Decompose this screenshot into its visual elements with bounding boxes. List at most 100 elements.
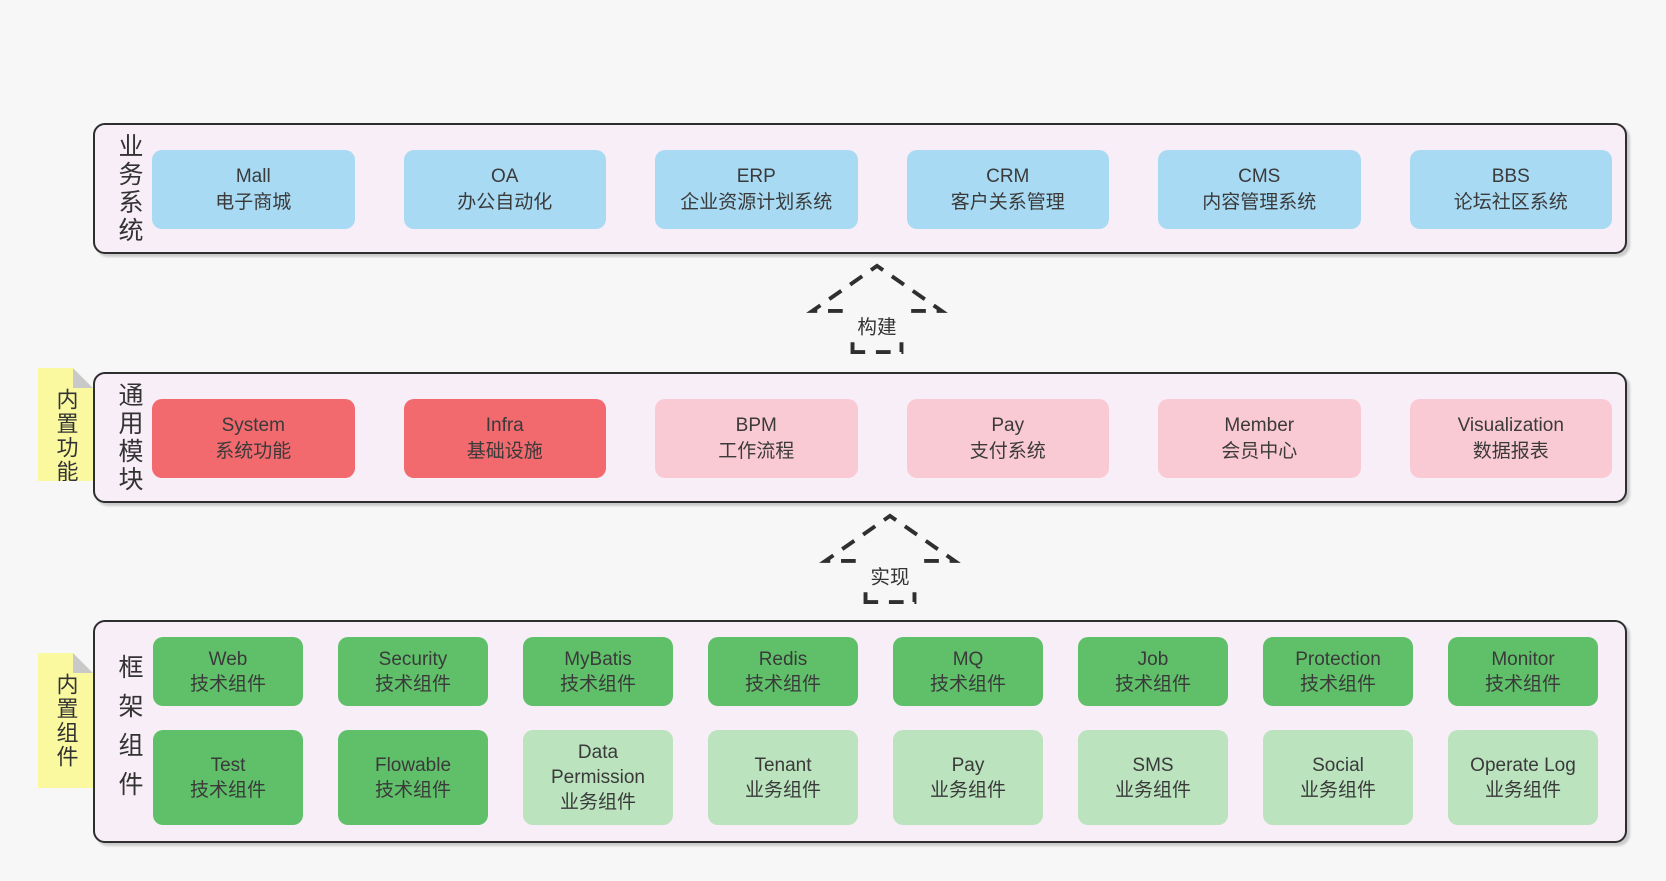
box-title: Monitor xyxy=(1491,648,1555,670)
box-title: OA xyxy=(491,166,519,188)
box-title: Visualization xyxy=(1457,415,1564,437)
component-box-flowable: Flowable 技术组件 xyxy=(338,730,488,825)
box-subtitle: 技术组件 xyxy=(559,673,636,695)
box-subtitle: 电子商城 xyxy=(215,191,292,213)
dashed-up-arrow-icon xyxy=(819,513,961,604)
layer-label-framework-components: 框架组件 xyxy=(115,653,143,810)
box-subtitle: 业务组件 xyxy=(744,779,821,801)
box-subtitle: 业务组件 xyxy=(559,792,636,814)
box-title: Redis xyxy=(758,648,808,670)
component-box-web: Web 技术组件 xyxy=(153,637,303,707)
box-subtitle: 业务组件 xyxy=(1484,779,1561,801)
component-box-redis: Redis 技术组件 xyxy=(708,637,858,707)
box-title: CRM xyxy=(986,166,1030,188)
component-box-monitor: Monitor 技术组件 xyxy=(1448,637,1598,707)
layer-label-common-modules: 通用模块 xyxy=(115,381,143,494)
folded-corner-icon xyxy=(73,368,93,388)
arrow-label-backdrop xyxy=(845,308,909,343)
box-subtitle: 数据报表 xyxy=(1472,440,1549,462)
box-subtitle: 技术组件 xyxy=(374,673,451,695)
dashed-up-arrow-icon xyxy=(806,263,948,354)
box-title: Member xyxy=(1224,415,1295,437)
box-subtitle: 技术组件 xyxy=(189,673,266,695)
layer-common-modules: 通用模块 System 系统功能 Infra 基础设施 BPM 工作流程 Pay 支付系统 Me… xyxy=(93,372,1627,503)
box-title: BPM xyxy=(735,415,777,437)
box-subtitle: 企业资源计划系统 xyxy=(680,191,833,213)
box-title: Job xyxy=(1137,648,1169,670)
box-subtitle: 技术组件 xyxy=(929,673,1006,695)
component-box-social: Social 业务组件 xyxy=(1263,730,1413,825)
component-box-protection: Protection 技术组件 xyxy=(1263,637,1413,707)
box-subtitle: 业务组件 xyxy=(1299,779,1376,801)
box-title: Protection xyxy=(1295,648,1381,670)
box-title: Data Permission xyxy=(551,742,645,789)
component-box-cms: CMS 内容管理系统 xyxy=(1158,150,1361,229)
box-subtitle: 技术组件 xyxy=(1299,673,1376,695)
box-title: System xyxy=(221,415,285,437)
folded-corner-icon xyxy=(73,653,93,673)
build-arrow: 构建 xyxy=(806,263,948,354)
arrow-label-backdrop xyxy=(858,558,922,593)
box-title: Security xyxy=(378,648,448,670)
sticky-tag-built-in-components: 内置组件 xyxy=(38,653,93,788)
sticky-tag-built-in-features: 内置功能 xyxy=(38,368,93,481)
box-title: Operate Log xyxy=(1470,754,1576,776)
component-box-mq: MQ 技术组件 xyxy=(893,637,1043,707)
component-box-crm: CRM 客户关系管理 xyxy=(906,150,1109,229)
box-title: CMS xyxy=(1238,166,1281,188)
box-subtitle: 技术组件 xyxy=(1484,673,1561,695)
component-box-tenant: Tenant 业务组件 xyxy=(708,730,858,825)
box-title: SMS xyxy=(1132,754,1174,776)
box-title: Social xyxy=(1312,754,1364,776)
component-box-visualization: Visualization 数据报表 xyxy=(1409,399,1612,478)
layer-label-business-systems: 业务系统 xyxy=(115,132,143,245)
build-arrow-label: 构建 xyxy=(857,316,896,338)
box-title: Tenant xyxy=(754,754,812,776)
box-title: MQ xyxy=(952,648,984,670)
box-title: Pay xyxy=(951,754,985,776)
sticky-tag-text: 内置组件 xyxy=(53,673,79,769)
box-subtitle: 基础设施 xyxy=(466,440,543,462)
box-title: Test xyxy=(210,754,246,776)
box-subtitle: 支付系统 xyxy=(969,440,1046,462)
box-title: MyBatis xyxy=(564,648,632,670)
box-title: Flowable xyxy=(374,754,452,776)
box-subtitle: 客户关系管理 xyxy=(950,191,1065,213)
box-title: ERP xyxy=(736,166,776,188)
box-subtitle: 工作流程 xyxy=(718,440,795,462)
component-box-pay: Pay 业务组件 xyxy=(893,730,1043,825)
component-box-system: System 系统功能 xyxy=(152,399,355,478)
component-box-operate-log: Operate Log 业务组件 xyxy=(1448,730,1598,825)
component-box-pay: Pay 支付系统 xyxy=(906,399,1109,478)
box-subtitle: 论坛社区系统 xyxy=(1453,191,1568,213)
component-box-erp: ERP 企业资源计划系统 xyxy=(655,150,858,229)
sticky-tag-text: 内置功能 xyxy=(53,388,79,484)
box-subtitle: 系统功能 xyxy=(215,440,292,462)
box-subtitle: 业务组件 xyxy=(929,779,1006,801)
box-subtitle: 技术组件 xyxy=(744,673,821,695)
box-subtitle: 内容管理系统 xyxy=(1202,191,1317,213)
component-box-bbs: BBS 论坛社区系统 xyxy=(1409,150,1612,229)
box-title: BBS xyxy=(1491,166,1530,188)
box-title: Infra xyxy=(485,415,524,437)
component-box-mybatis: MyBatis 技术组件 xyxy=(523,637,673,707)
box-title: Pay xyxy=(991,415,1025,437)
box-title: Web xyxy=(208,648,248,670)
component-box-bpm: BPM 工作流程 xyxy=(655,399,858,478)
component-box-data-permission: Data Permission 业务组件 xyxy=(523,730,673,825)
implement-arrow: 实现 xyxy=(819,513,961,604)
component-box-sms: SMS 业务组件 xyxy=(1078,730,1228,825)
box-subtitle: 技术组件 xyxy=(374,779,451,801)
box-subtitle: 业务组件 xyxy=(1114,779,1191,801)
